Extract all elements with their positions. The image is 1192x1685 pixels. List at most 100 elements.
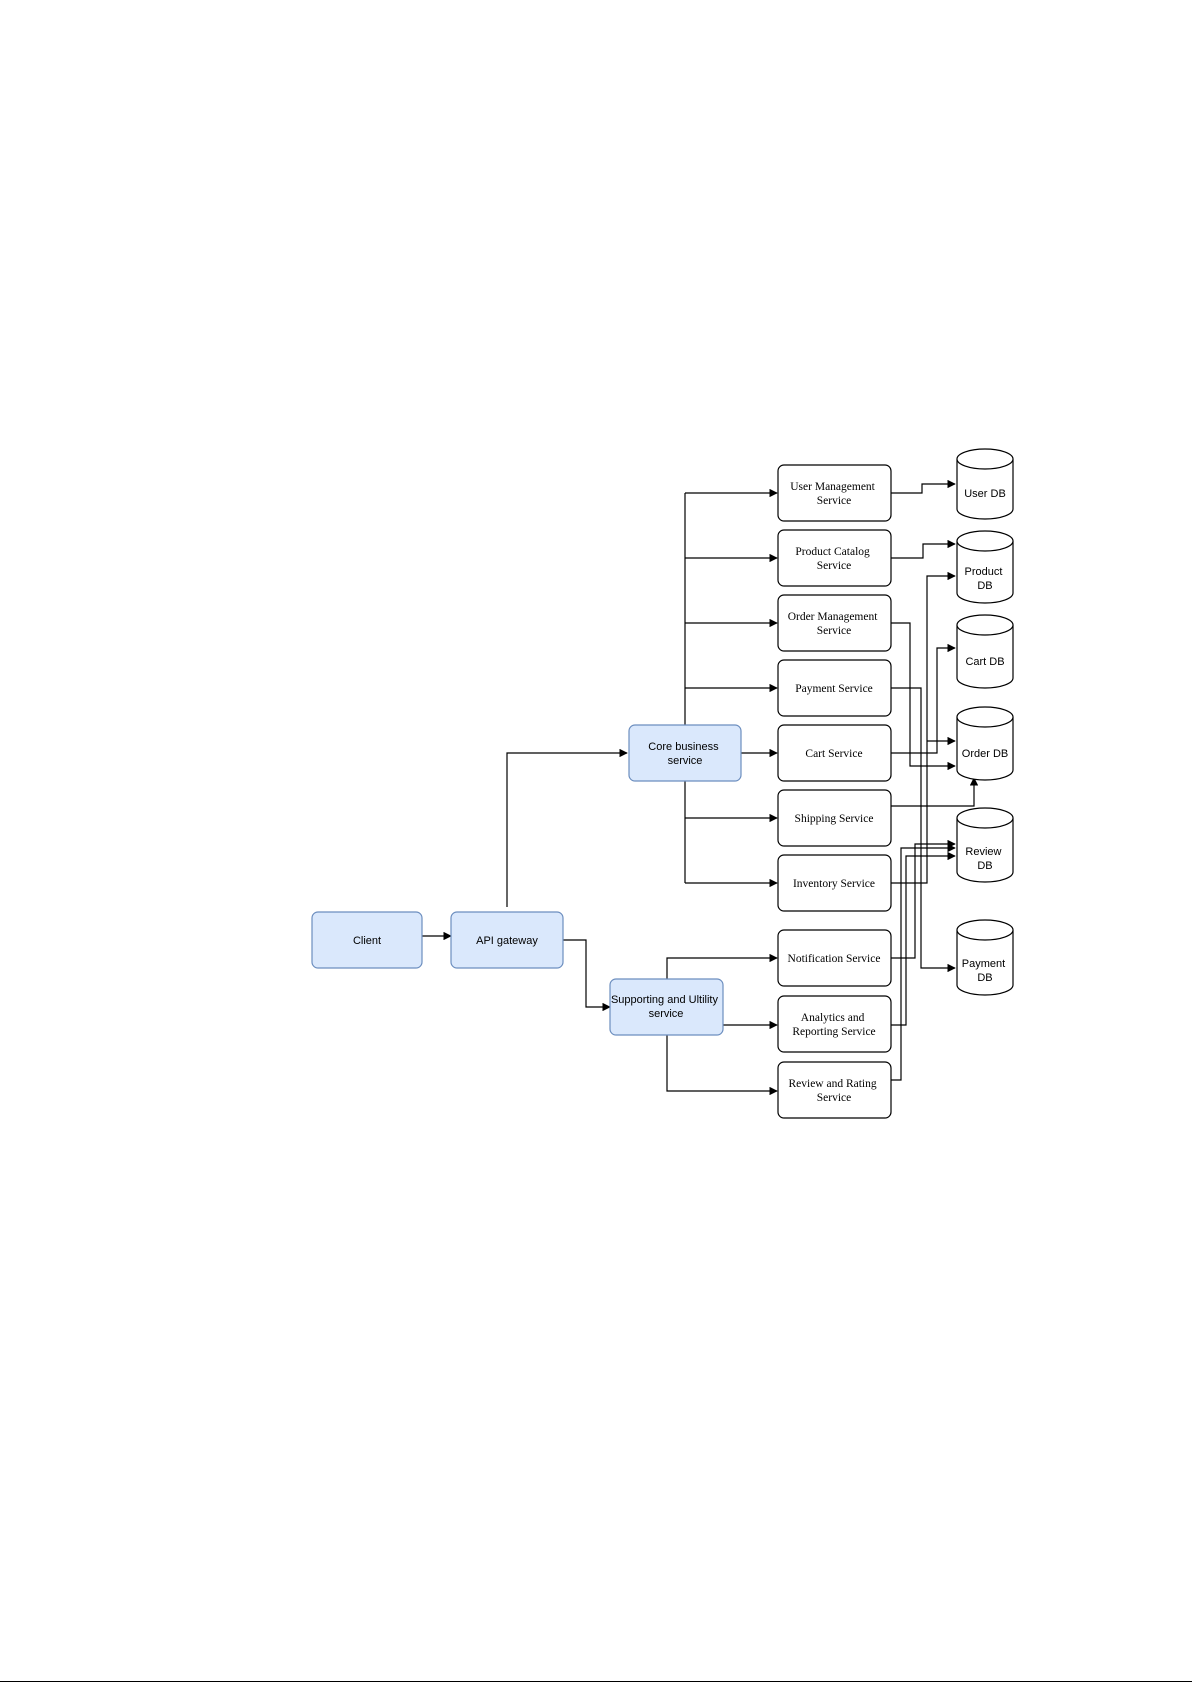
edge-gateway-to-core — [506, 748, 628, 907]
edge-analytics-to-review-db — [891, 851, 956, 1026]
user-db-top — [956, 448, 1014, 470]
analytics-box — [777, 995, 892, 1053]
user-management-line-2: Service — [817, 495, 851, 507]
product-db-line-2: DB — [977, 580, 992, 592]
edges — [421, 479, 979, 1096]
services: User Management Service Product Catalog … — [777, 464, 892, 1119]
payment-db-line-1: Payment — [962, 958, 1005, 970]
client-label: Client — [353, 935, 381, 947]
edge-product-to-product-db — [891, 539, 956, 559]
edge-cart-to-cart-db — [891, 643, 956, 754]
product-db-top — [956, 530, 1014, 552]
core-business-label: Core business service — [648, 741, 721, 767]
order-management-service: Order Management Service — [777, 594, 892, 652]
api-gateway-box — [450, 911, 564, 969]
order-management-line-1: Order Management — [788, 611, 879, 623]
payment-service: Payment Service — [777, 659, 892, 717]
edge-order-to-order-db — [891, 622, 956, 771]
client-node: Client — [311, 911, 423, 969]
analytics-line-2: Reporting Service — [792, 1026, 875, 1038]
edge-user-to-user-db — [891, 479, 956, 494]
order-management-label: Order Management Service — [788, 611, 881, 637]
supporting-line-1: Supporting and Ultility — [611, 994, 719, 1006]
review-db-line-2: DB — [977, 860, 992, 872]
shipping-label: Shipping Service — [795, 813, 874, 825]
review-db-top — [956, 807, 1014, 829]
product-catalog-line-1: Product Catalog — [795, 546, 870, 558]
core-business-node: Core business service — [628, 724, 742, 782]
payment-db: Payment DB — [956, 919, 1014, 996]
supporting-box — [609, 978, 724, 1036]
cart-db-cylinder — [956, 625, 1014, 689]
product-catalog-box — [777, 529, 892, 587]
client-box — [311, 911, 423, 969]
user-db-label: User DB — [964, 488, 1006, 500]
notification-service: Notification Service — [777, 929, 892, 987]
shipping-service: Shipping Service — [777, 789, 892, 847]
supporting-node: Supporting and Ultility service — [609, 978, 724, 1036]
review-rating-service: Review and Rating Service — [777, 1061, 892, 1119]
payment-db-label: Payment DB — [962, 958, 1008, 984]
payment-label: Payment Service — [795, 683, 873, 695]
product-db-cylinder — [956, 541, 1014, 604]
supporting-line-2: service — [649, 1008, 684, 1020]
cart-label: Cart Service — [805, 748, 862, 760]
order-management-box — [777, 594, 892, 652]
analytics-line-1: Analytics and — [801, 1012, 865, 1024]
cart-db-label: Cart DB — [965, 656, 1004, 668]
edge-payment-to-payment-db — [891, 687, 956, 973]
cart-db: Cart DB — [956, 614, 1014, 689]
product-catalog-label: Product Catalog Service — [795, 546, 872, 572]
notification-box — [777, 929, 892, 987]
databases: User DB Product DB Cart DB Order DB Revi… — [956, 448, 1014, 996]
review-db-cylinder — [956, 818, 1014, 883]
review-rating-line-2: Service — [817, 1092, 851, 1104]
user-management-service: User Management Service — [777, 464, 892, 522]
core-business-line-1: Core business — [648, 741, 719, 753]
analytics-service: Analytics and Reporting Service — [777, 995, 892, 1053]
inventory-label: Inventory Service — [793, 878, 875, 890]
core-business-line-2: service — [668, 755, 703, 767]
shipping-box — [777, 789, 892, 847]
order-db: Order DB — [956, 706, 1014, 781]
product-catalog-service: Product Catalog Service — [777, 529, 892, 587]
review-rating-line-1: Review and Rating — [788, 1078, 876, 1090]
payment-db-top — [956, 919, 1014, 941]
user-db-cylinder — [956, 459, 1014, 520]
product-db: Product DB — [956, 530, 1014, 604]
order-db-top — [956, 706, 1014, 728]
notification-label: Notification Service — [788, 953, 881, 965]
cart-service: Cart Service — [777, 724, 892, 782]
inventory-box — [777, 854, 892, 912]
user-db: User DB — [956, 448, 1014, 520]
api-gateway-node: API gateway — [450, 911, 564, 969]
inventory-service: Inventory Service — [777, 854, 892, 912]
edge-supporting-trunk-up — [666, 953, 778, 979]
payment-db-line-2: DB — [977, 972, 992, 984]
review-rating-label: Review and Rating Service — [788, 1078, 879, 1104]
analytics-label: Analytics and Reporting Service — [792, 1012, 875, 1038]
product-db-label: Product DB — [965, 566, 1006, 592]
order-db-label: Order DB — [962, 748, 1008, 760]
page-bottom-rule — [0, 1681, 1192, 1682]
user-management-box — [777, 464, 892, 522]
api-gateway-label: API gateway — [476, 935, 538, 947]
review-db-line-1: Review — [965, 846, 1001, 858]
product-db-line-1: Product — [965, 566, 1003, 578]
payment-box — [777, 659, 892, 717]
edge-gateway-to-supporting — [563, 939, 611, 1012]
order-management-line-2: Service — [817, 625, 851, 637]
edge-review-to-review-db — [891, 843, 956, 1081]
edge-shipping-to-order-db — [891, 777, 979, 807]
order-db-cylinder — [956, 717, 1014, 781]
supporting-label: Supporting and Ultility service — [611, 994, 721, 1020]
edge-notification-to-review-db — [891, 839, 956, 959]
review-db: Review DB — [956, 807, 1014, 883]
cart-box — [777, 724, 892, 782]
edge-supporting-to-review — [666, 1035, 778, 1096]
core-business-box — [628, 724, 742, 782]
payment-db-cylinder — [956, 930, 1014, 996]
cart-db-top — [956, 614, 1014, 636]
product-catalog-line-2: Service — [817, 560, 851, 572]
